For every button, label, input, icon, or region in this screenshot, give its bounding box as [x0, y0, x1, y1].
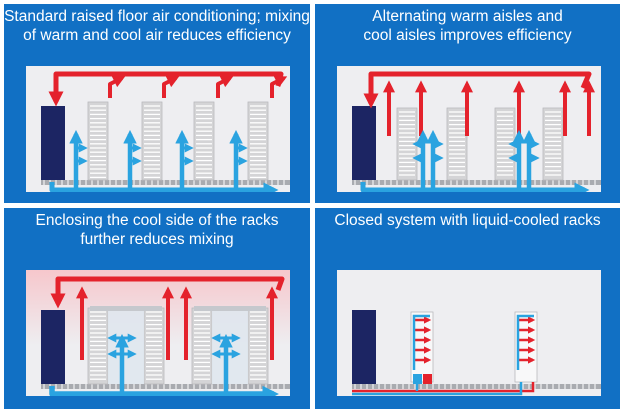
coolant-outlet — [423, 374, 432, 384]
airflow-scene — [337, 66, 601, 192]
server-rack — [193, 101, 215, 181]
cooling-unit — [352, 106, 376, 181]
internal-coolant-loop — [412, 314, 430, 370]
panel-caption: Enclosing the cool side of the racks fur… — [35, 212, 279, 248]
panel-caption: Standard raised floor air conditioning; … — [4, 8, 310, 44]
cooling-unit — [41, 310, 65, 385]
panel-caption: Closed system with liquid-cooled racks — [334, 212, 601, 229]
airflow-scene — [337, 270, 601, 396]
aisle-roof — [194, 306, 266, 311]
raised-floor — [352, 384, 601, 389]
warm-air-exhaust-arrow — [216, 76, 234, 98]
airflow-diagram — [337, 66, 601, 192]
raised-floor — [41, 180, 290, 185]
server-rack — [446, 107, 468, 181]
warm-air-exhaust-arrow — [162, 76, 180, 98]
raised-floor — [352, 180, 601, 185]
cooling-unit — [352, 310, 376, 385]
server-rack — [396, 107, 418, 181]
panel-alternating-aisles: Alternating warm aisles and cool aisles … — [315, 4, 620, 203]
airflow-scene — [26, 270, 290, 396]
panel-caption: Alternating warm aisles and cool aisles … — [363, 8, 572, 44]
panel-enclosed-cool-side: Enclosing the cool side of the racks fur… — [4, 208, 310, 409]
airflow-diagram — [26, 270, 290, 396]
server-rack — [141, 101, 163, 181]
aisle-roof — [90, 306, 162, 311]
cooling-unit — [41, 106, 65, 181]
airflow-diagram — [337, 270, 601, 396]
server-rack — [247, 101, 269, 181]
panel-standard-raised-floor: Standard raised floor air conditioning; … — [4, 4, 310, 203]
warm-air-exhaust-arrow — [108, 76, 126, 98]
internal-coolant-loop — [516, 314, 534, 370]
server-rack — [87, 307, 109, 385]
enclosed-cool-aisle — [108, 310, 144, 384]
warm-air-exhaust-arrow — [270, 76, 288, 98]
server-rack — [191, 307, 213, 385]
server-rack — [87, 101, 109, 181]
airflow-scene — [26, 66, 290, 192]
warm-air-return-arrow — [50, 276, 285, 309]
airflow-diagram — [26, 66, 290, 192]
panel-closed-liquid-cooled: Closed system with liquid-cooled racks — [315, 208, 620, 409]
server-rack — [494, 107, 516, 181]
server-rack — [247, 307, 269, 385]
server-rack — [542, 107, 564, 181]
cool-air-supply-arrow — [360, 182, 590, 192]
room-background — [337, 270, 601, 396]
coolant-inlet — [413, 374, 422, 384]
cool-air-supply-arrow — [49, 385, 279, 396]
enclosed-cool-aisle — [212, 310, 248, 384]
cool-air-supply-arrow — [49, 182, 279, 192]
raised-floor — [41, 384, 290, 389]
server-rack — [143, 307, 165, 385]
cool-coolant-pipe — [352, 382, 523, 396]
warm-coolant-pipe — [352, 382, 535, 393]
